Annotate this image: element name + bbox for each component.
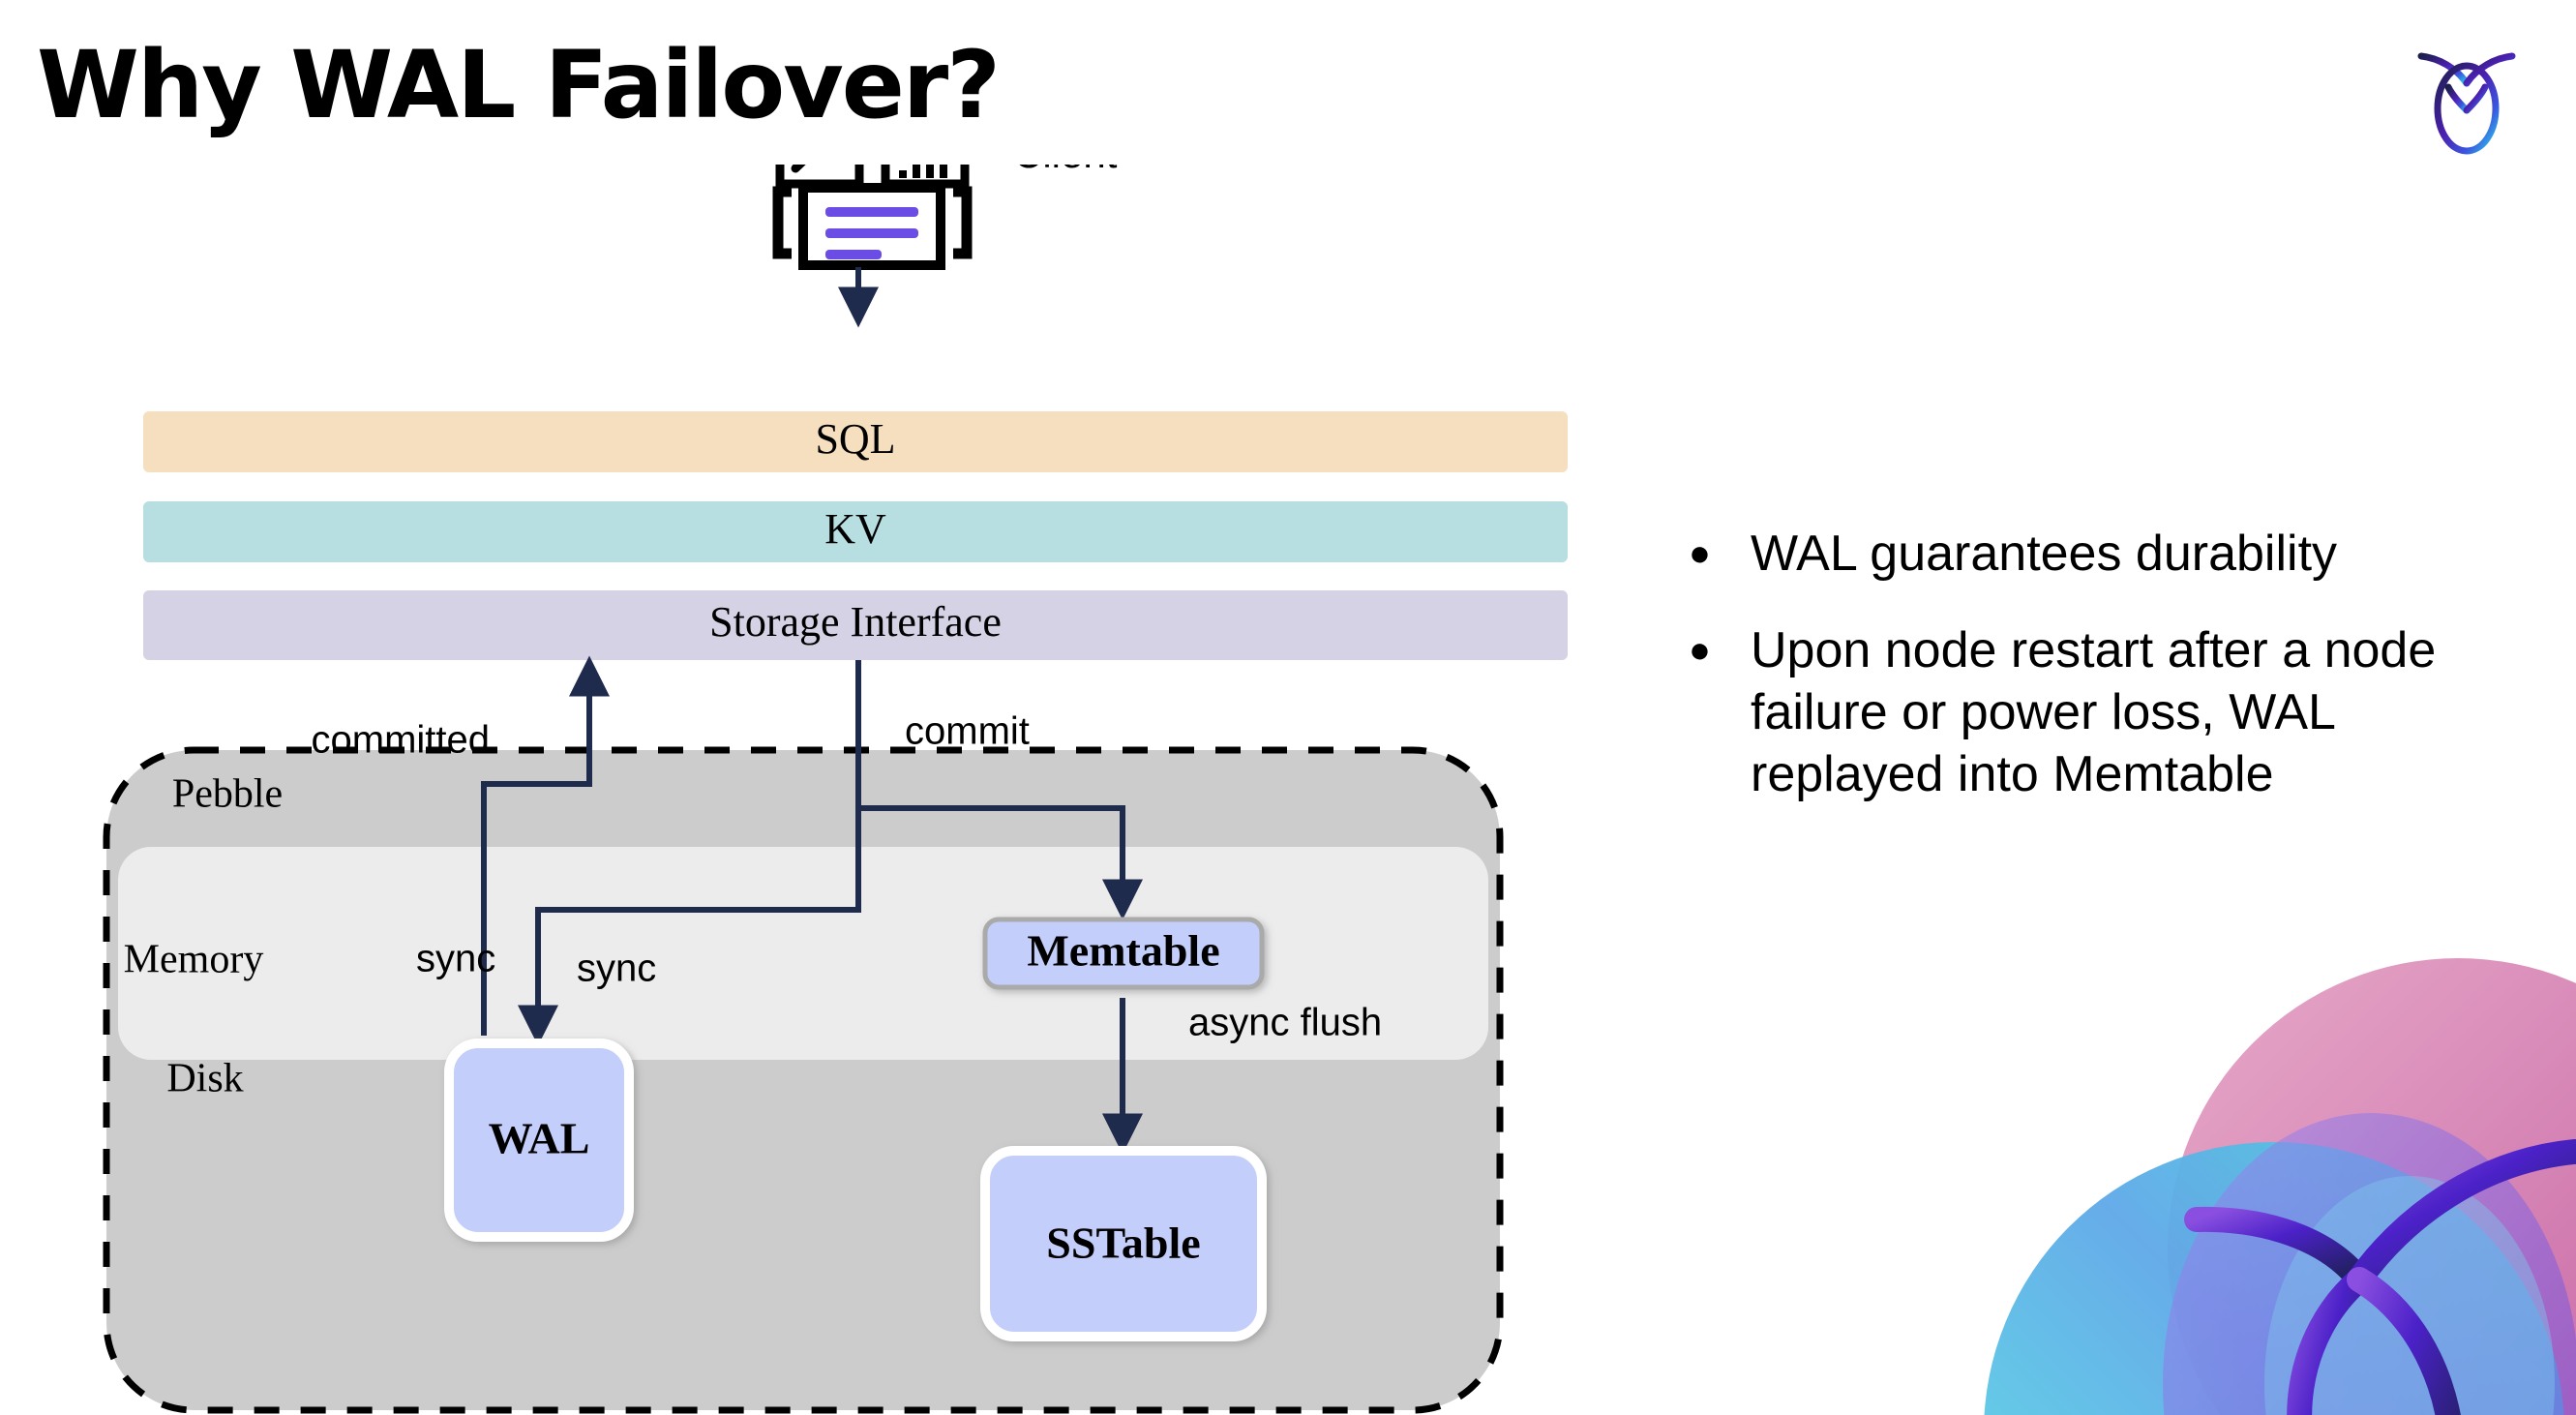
layer-label-sql: SQL	[815, 415, 895, 463]
edge-commit-to-wal	[518, 660, 861, 1046]
page-title: Why WAL Failover?	[37, 31, 1001, 139]
layer-bar-storage-interface: Storage Interface	[143, 590, 1568, 660]
edge-label-committed: committed	[312, 719, 491, 762]
memory-zone	[118, 847, 1488, 1060]
edge-label-sync-left: sync	[416, 938, 495, 980]
edge-committed-to-storage-interface	[481, 655, 610, 1036]
layer-bar-sql: SQL	[143, 411, 1568, 472]
client-label: Client	[1013, 165, 1118, 176]
node-memtable: Memtable	[982, 917, 1265, 990]
bullet-marker-icon: ●	[1689, 630, 1711, 671]
memory-label: Memory	[124, 938, 264, 982]
edge-label-commit: commit	[905, 710, 1030, 753]
list-item: ● WAL guarantees durability	[1689, 523, 2492, 585]
layer-label-storage-interface: Storage Interface	[709, 598, 1002, 646]
pebble-label: Pebble	[172, 772, 283, 817]
bullet-text: WAL guarantees durability	[1751, 526, 2338, 582]
bullet-marker-icon: ●	[1689, 533, 1711, 574]
layer-label-kv: KV	[824, 505, 886, 553]
client-dashboard-icon	[772, 165, 973, 270]
cockroachdb-logo	[2406, 35, 2528, 157]
node-label-wal: WAL	[489, 1114, 590, 1163]
edge-label-async-flush: async flush	[1188, 1002, 1382, 1044]
list-item: ● Upon node restart after a node failure…	[1689, 619, 2492, 805]
architecture-diagram: Client SQL KV Storage Interface Pebble	[0, 165, 1645, 1415]
node-label-memtable: Memtable	[1027, 926, 1219, 976]
bullet-text: Upon node restart after a node failure o…	[1751, 622, 2437, 802]
node-sstable: SSTable	[980, 1146, 1267, 1341]
cockroachdb-watermark-art	[1955, 929, 2576, 1415]
edge-label-sync-right: sync	[577, 948, 656, 990]
layer-bar-kv: KV	[143, 501, 1568, 562]
node-wal: WAL	[444, 1039, 634, 1242]
node-label-sstable: SSTable	[1046, 1219, 1200, 1268]
disk-label: Disk	[166, 1057, 243, 1101]
bullet-list: ● WAL guarantees durability ● Upon node …	[1689, 523, 2492, 840]
